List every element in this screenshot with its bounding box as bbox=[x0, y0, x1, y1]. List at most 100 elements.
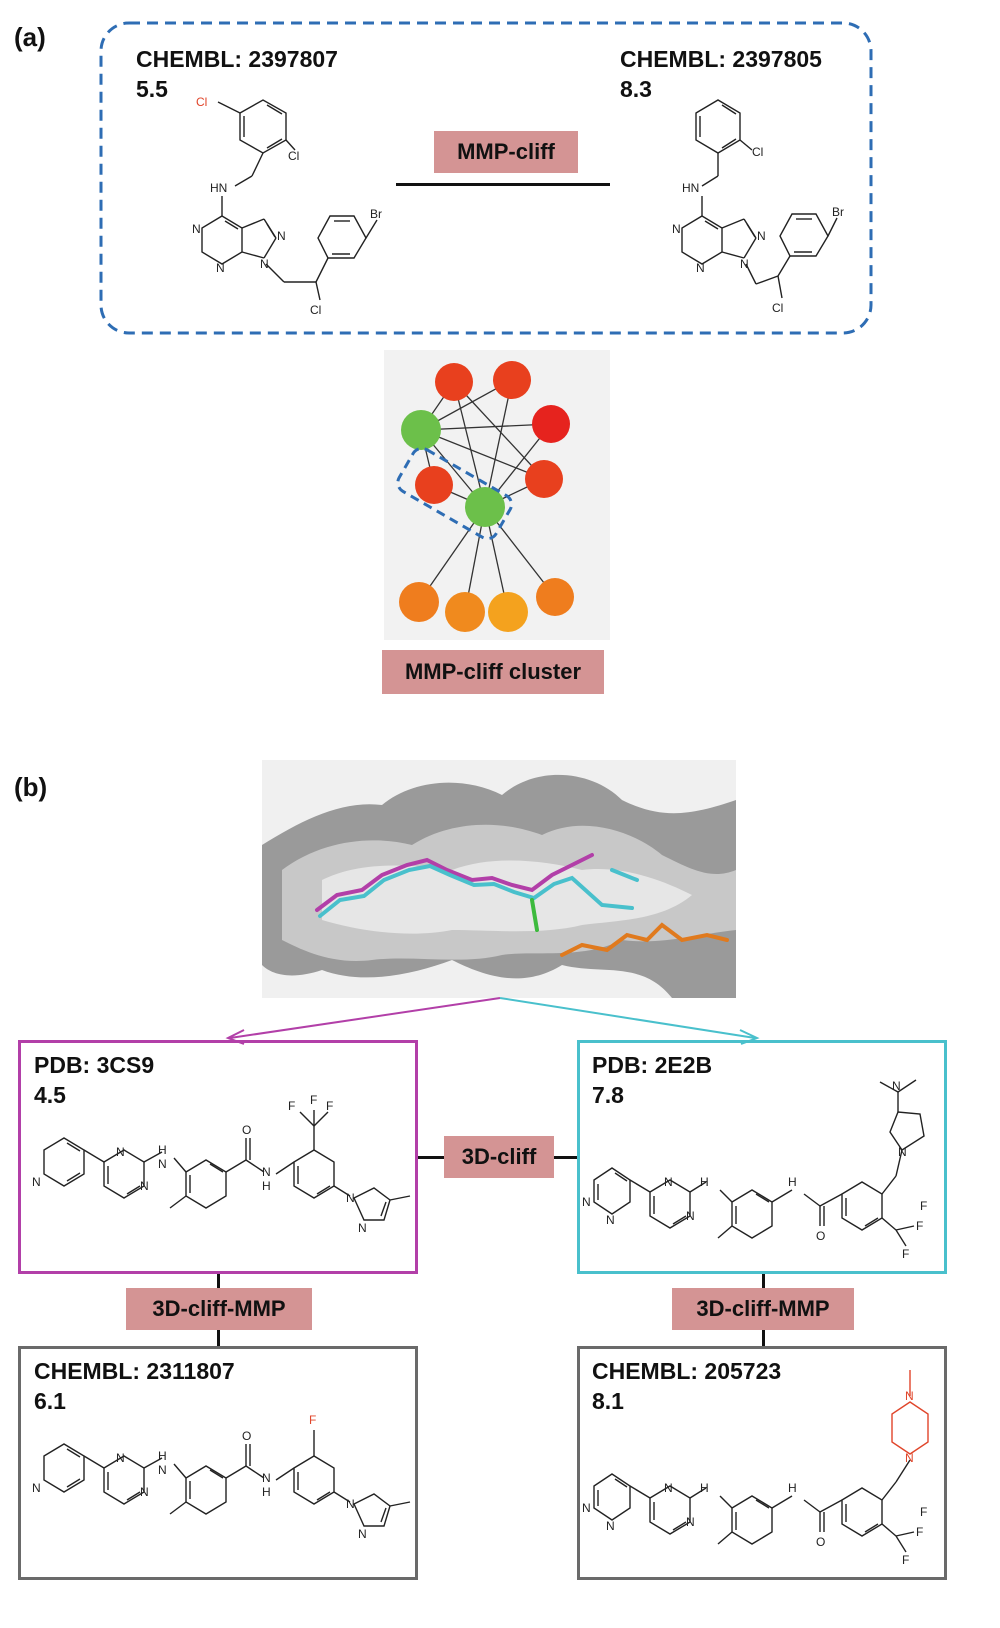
pdb-right-id: PDB: 2E2B bbox=[592, 1052, 713, 1078]
atom-hn: H bbox=[700, 1175, 709, 1189]
atom-n: N bbox=[158, 1157, 167, 1171]
atom-h: H bbox=[262, 1179, 271, 1193]
pdb-left-potency: 4.5 bbox=[34, 1082, 66, 1108]
atom-cl: Cl bbox=[288, 149, 299, 163]
compound-left-header: CHEMBL: 2397807 5.5 bbox=[136, 44, 338, 104]
chembl-right-header: CHEMBL: 205723 8.1 bbox=[592, 1356, 781, 1416]
cluster-node bbox=[536, 578, 574, 616]
chembl-left-id: CHEMBL: 2311807 bbox=[34, 1358, 235, 1384]
atom-n: N bbox=[686, 1515, 695, 1529]
atom-o: O bbox=[242, 1123, 251, 1137]
molecule-2e2b: N N N N H H O N N F F F bbox=[582, 1079, 927, 1261]
cluster-node bbox=[488, 592, 528, 632]
atom-n: N bbox=[606, 1519, 615, 1533]
atom-cl: Cl bbox=[772, 301, 783, 315]
compound-right-potency: 8.3 bbox=[620, 76, 652, 102]
cluster-node bbox=[435, 363, 473, 401]
atom-n: N bbox=[696, 261, 705, 275]
molecule-chembl-205723: N N N N H H O N N F F F bbox=[582, 1370, 929, 1567]
cluster-node bbox=[465, 487, 505, 527]
pdb-3cs9-box bbox=[18, 1040, 418, 1274]
atom-n: N bbox=[116, 1451, 125, 1465]
atom-hn: HN bbox=[210, 181, 227, 195]
pdb-left-id: PDB: 3CS9 bbox=[34, 1052, 155, 1078]
atom-n: N bbox=[32, 1175, 41, 1189]
pdb-left-header: PDB: 3CS9 4.5 bbox=[34, 1050, 154, 1110]
3d-cliff-mmp-left-label: 3D-cliff-MMP bbox=[126, 1288, 312, 1330]
cluster-node bbox=[399, 582, 439, 622]
atom-n: N bbox=[664, 1481, 673, 1495]
atom-n: N bbox=[262, 1471, 271, 1485]
atom-o: O bbox=[242, 1429, 251, 1443]
atom-n: N bbox=[757, 229, 766, 243]
atom-n: N bbox=[262, 1165, 271, 1179]
atom-br: Br bbox=[832, 205, 844, 219]
molecule-chembl-2397805: Cl HN N N N N Br Cl bbox=[672, 99, 844, 315]
cluster-node bbox=[532, 405, 570, 443]
atom-n: N bbox=[672, 222, 681, 236]
cluster-node bbox=[415, 466, 453, 504]
chembl-205723-box bbox=[577, 1346, 947, 1580]
atom-n: N bbox=[158, 1463, 167, 1477]
pdb-right-potency: 7.8 bbox=[592, 1082, 624, 1108]
atom-n: N bbox=[260, 257, 269, 271]
atom-h: H bbox=[788, 1175, 797, 1189]
atom-f: F bbox=[902, 1247, 909, 1261]
atom-n: N bbox=[277, 229, 286, 243]
atom-f: F bbox=[310, 1093, 317, 1107]
atom-n: N bbox=[664, 1175, 673, 1189]
atom-hn: HN bbox=[682, 181, 699, 195]
cluster-node bbox=[525, 460, 563, 498]
chembl-left-header: CHEMBL: 2311807 6.1 bbox=[34, 1356, 235, 1416]
cluster-node bbox=[445, 592, 485, 632]
atom-n: N bbox=[898, 1145, 907, 1159]
panel-a-label: (a) bbox=[14, 22, 46, 52]
atom-n: N bbox=[358, 1221, 367, 1235]
atom-n-highlight: N bbox=[905, 1389, 914, 1403]
render-to-structures-arrows bbox=[225, 997, 760, 1045]
atom-f: F bbox=[902, 1553, 909, 1567]
atom-n: N bbox=[606, 1213, 615, 1227]
cluster-node bbox=[401, 410, 441, 450]
atom-n: N bbox=[346, 1497, 355, 1511]
atom-f: F bbox=[288, 1099, 295, 1113]
atom-h: H bbox=[158, 1449, 167, 1463]
panel-b-label: (b) bbox=[14, 772, 48, 802]
highlighted-pair-outline bbox=[396, 446, 514, 541]
chembl-left-potency: 6.1 bbox=[34, 1388, 66, 1414]
atom-h: H bbox=[788, 1481, 797, 1495]
atom-br: Br bbox=[370, 207, 382, 221]
atom-nh: H bbox=[158, 1143, 167, 1157]
atom-n: N bbox=[192, 222, 201, 236]
compound-right-header: CHEMBL: 2397805 8.3 bbox=[620, 44, 822, 104]
molecule-3cs9: N N N H N O N H F F F N N bbox=[32, 1093, 411, 1235]
mmp-cliff-cluster-label: MMP-cliff cluster bbox=[382, 650, 604, 694]
binding-pocket-3d-render bbox=[262, 760, 736, 998]
atom-f: F bbox=[920, 1505, 927, 1519]
pdb-2e2b-box bbox=[577, 1040, 947, 1274]
compound-left-potency: 5.5 bbox=[136, 76, 168, 102]
atom-n: N bbox=[32, 1481, 41, 1495]
molecule-chembl-2397807: Cl Cl HN N N N N Br Cl bbox=[192, 95, 382, 317]
atom-f: F bbox=[326, 1099, 333, 1113]
atom-h: H bbox=[262, 1485, 271, 1499]
atom-o: O bbox=[816, 1229, 825, 1243]
atom-n: N bbox=[582, 1501, 591, 1515]
compound-left-id: CHEMBL: 2397807 bbox=[136, 46, 338, 72]
pdb-right-header: PDB: 2E2B 7.8 bbox=[592, 1050, 712, 1110]
atom-f-highlight: F bbox=[309, 1413, 316, 1427]
atom-n: N bbox=[582, 1195, 591, 1209]
cluster-node bbox=[493, 361, 531, 399]
atom-n: N bbox=[140, 1485, 149, 1499]
atom-f: F bbox=[916, 1219, 923, 1233]
atom-n-highlight: N bbox=[905, 1451, 914, 1465]
atom-n: N bbox=[216, 261, 225, 275]
3d-cliff-mmp-right-label: 3D-cliff-MMP bbox=[672, 1288, 854, 1330]
mmp-cliff-label: MMP-cliff bbox=[434, 131, 578, 173]
atom-n: N bbox=[116, 1145, 125, 1159]
atom-n: N bbox=[358, 1527, 367, 1541]
atom-n: N bbox=[892, 1079, 901, 1093]
atom-h: H bbox=[700, 1481, 709, 1495]
atom-o: O bbox=[816, 1535, 825, 1549]
mmp-cliff-cluster-network bbox=[384, 350, 610, 640]
